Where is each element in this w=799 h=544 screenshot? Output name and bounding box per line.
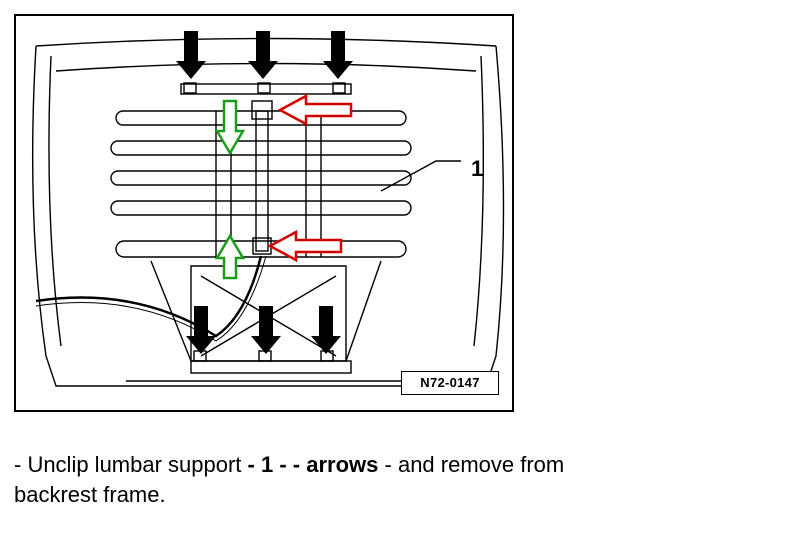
caption-prefix: - Unclip lumbar support [14,452,248,477]
black-arrow-icon [311,306,341,354]
green-arrow-icon [214,99,246,156]
caption-suffix: - and remove from [378,452,565,477]
green-arrows [214,99,246,280]
figure-id-label: N72-0147 [401,371,499,395]
backrest-frame-outline [31,45,505,387]
lumbar-slats [110,110,412,258]
black-arrow-icon [176,31,206,79]
backrest-diagram: 1 N72-0147 [14,14,514,412]
callout-number: 1 [471,156,484,181]
black-arrows-bottom [186,306,341,354]
black-arrow-icon [251,306,281,354]
black-arrows-top [176,31,353,79]
green-arrow-icon [214,233,246,280]
black-arrow-icon [186,306,216,354]
adjuster-rod [255,110,269,252]
red-arrows [267,93,353,263]
caption-dash: - [247,452,261,477]
instruction-text: - Unclip lumbar support - 1 - - arrows -… [14,450,799,510]
caption-line2: backrest frame. [14,482,166,507]
caption-mid: - - [273,452,307,477]
red-arrow-icon [277,93,353,127]
caption-arrows: arrows [306,452,379,477]
red-arrow-icon [267,229,343,263]
lumbar-support-drawing [31,31,505,387]
caption-num: 1 [261,452,274,477]
black-arrow-icon [323,31,353,79]
black-arrow-icon [248,31,278,79]
